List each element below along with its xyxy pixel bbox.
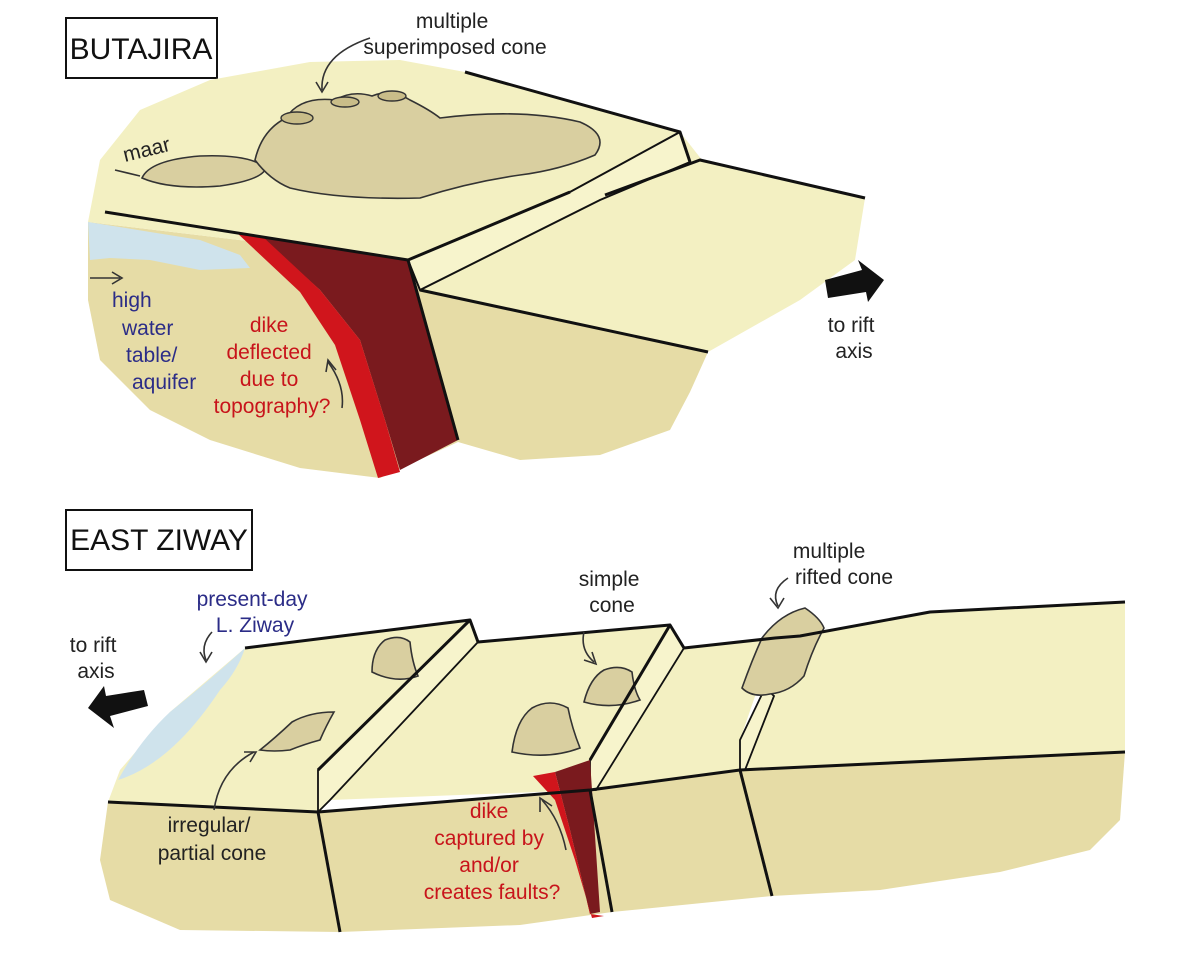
eastziway-outline-back: [244, 600, 1126, 650]
butajira-outline-right: [419, 288, 709, 354]
eastziway-partial-cone-label: irregular/ partial cone: [158, 814, 267, 865]
eastziway-rift-arrow: [88, 686, 148, 728]
butajira-title-box: [65, 17, 218, 79]
eastziway-outline-fault2: [588, 789, 614, 913]
eastziway-lake: [118, 648, 245, 780]
eastziway-dike-label: dike captured by and/or creates faults?: [424, 800, 561, 904]
eastziway-simple-cone-arrow: [582, 631, 595, 663]
eastziway-dike-arrow: [541, 799, 567, 851]
eastziway-rifted-cone-arrow: [774, 577, 789, 607]
eastziway-outline-scarp1: [316, 618, 472, 772]
butajira-crater-2: [330, 96, 360, 108]
eastziway-scarp-3: [739, 686, 776, 771]
eastziway-side-1: [100, 802, 340, 932]
butajira-dike-arrow: [327, 361, 344, 409]
eastziway-side-2: [318, 790, 612, 932]
eastziway-rifted-cone-label: multiple rifted cone: [793, 540, 893, 589]
butajira-outline-fault-mid: [407, 190, 571, 262]
eastziway-surface-3: [596, 638, 775, 790]
butajira-aquifer-label: high water table/ aquifer: [112, 289, 196, 394]
eastziway-simple-cone-label: simple cone: [579, 568, 646, 617]
eastziway-simple-cone-arrowhead: [583, 651, 598, 666]
eastziway-title: EAST ZIWAY: [70, 524, 248, 557]
panel-east-ziway: EAST ZIWAY: [65, 509, 1126, 933]
eastziway-outline-scarp2: [588, 624, 672, 761]
butajira-cone-arrowhead: [315, 81, 329, 94]
eastziway-side-3: [590, 770, 772, 912]
butajira-dike-label: dike deflected due to topography?: [214, 314, 331, 418]
eastziway-lake-label: present-day L. Ziway: [197, 588, 314, 637]
butajira-aquifer: [88, 222, 250, 270]
eastziway-lake-arrow: [203, 631, 213, 661]
butajira-outline-fault-top: [464, 70, 692, 163]
eastziway-partial-cone-arrow: [213, 751, 255, 811]
butajira-dike-arrowhead: [325, 358, 337, 373]
eastziway-partial-cone-arrowhead: [244, 751, 258, 763]
eastziway-outline-fault1: [316, 811, 342, 933]
butajira-cone-label: multiple superimposed cone: [363, 10, 546, 59]
eastziway-outline-fault3: [738, 769, 774, 897]
eastziway-lake-arrowhead: [199, 651, 213, 664]
eastziway-title-box: [65, 509, 253, 571]
butajira-crater-3: [377, 90, 407, 102]
panel-butajira: BUTAJIRA multiple superimposed cone: [65, 10, 884, 478]
eastziway-cone-top: [371, 636, 420, 680]
eastziway-surface-2: [330, 625, 670, 800]
butajira-block-side-right: [408, 260, 708, 460]
butajira-rift-label: to rift axis: [828, 314, 881, 363]
butajira-outline-fault2: [604, 158, 866, 200]
eastziway-surface-4: [745, 602, 1125, 770]
eastziway-rifted-cone-arrowhead: [769, 597, 785, 610]
butajira-cone-arrow: [321, 37, 371, 91]
butajira-rift-arrow: [825, 260, 884, 302]
eastziway-rift-label: to rift axis: [70, 634, 123, 683]
eastziway-partial-cone: [258, 711, 336, 752]
butajira-maar-arrow: [114, 169, 141, 177]
eastziway-dike-dark: [555, 760, 600, 914]
eastziway-dike-arrowhead: [539, 796, 553, 812]
eastziway-side-4: [740, 752, 1125, 896]
butajira-crater-1: [280, 111, 314, 125]
butajira-dike-dark: [260, 236, 458, 470]
butajira-aquifer-arrowhead: [111, 271, 124, 285]
butajira-title: BUTAJIRA: [70, 33, 213, 66]
eastziway-simple-cone-1: [511, 702, 582, 756]
butajira-dike-red: [236, 232, 400, 478]
